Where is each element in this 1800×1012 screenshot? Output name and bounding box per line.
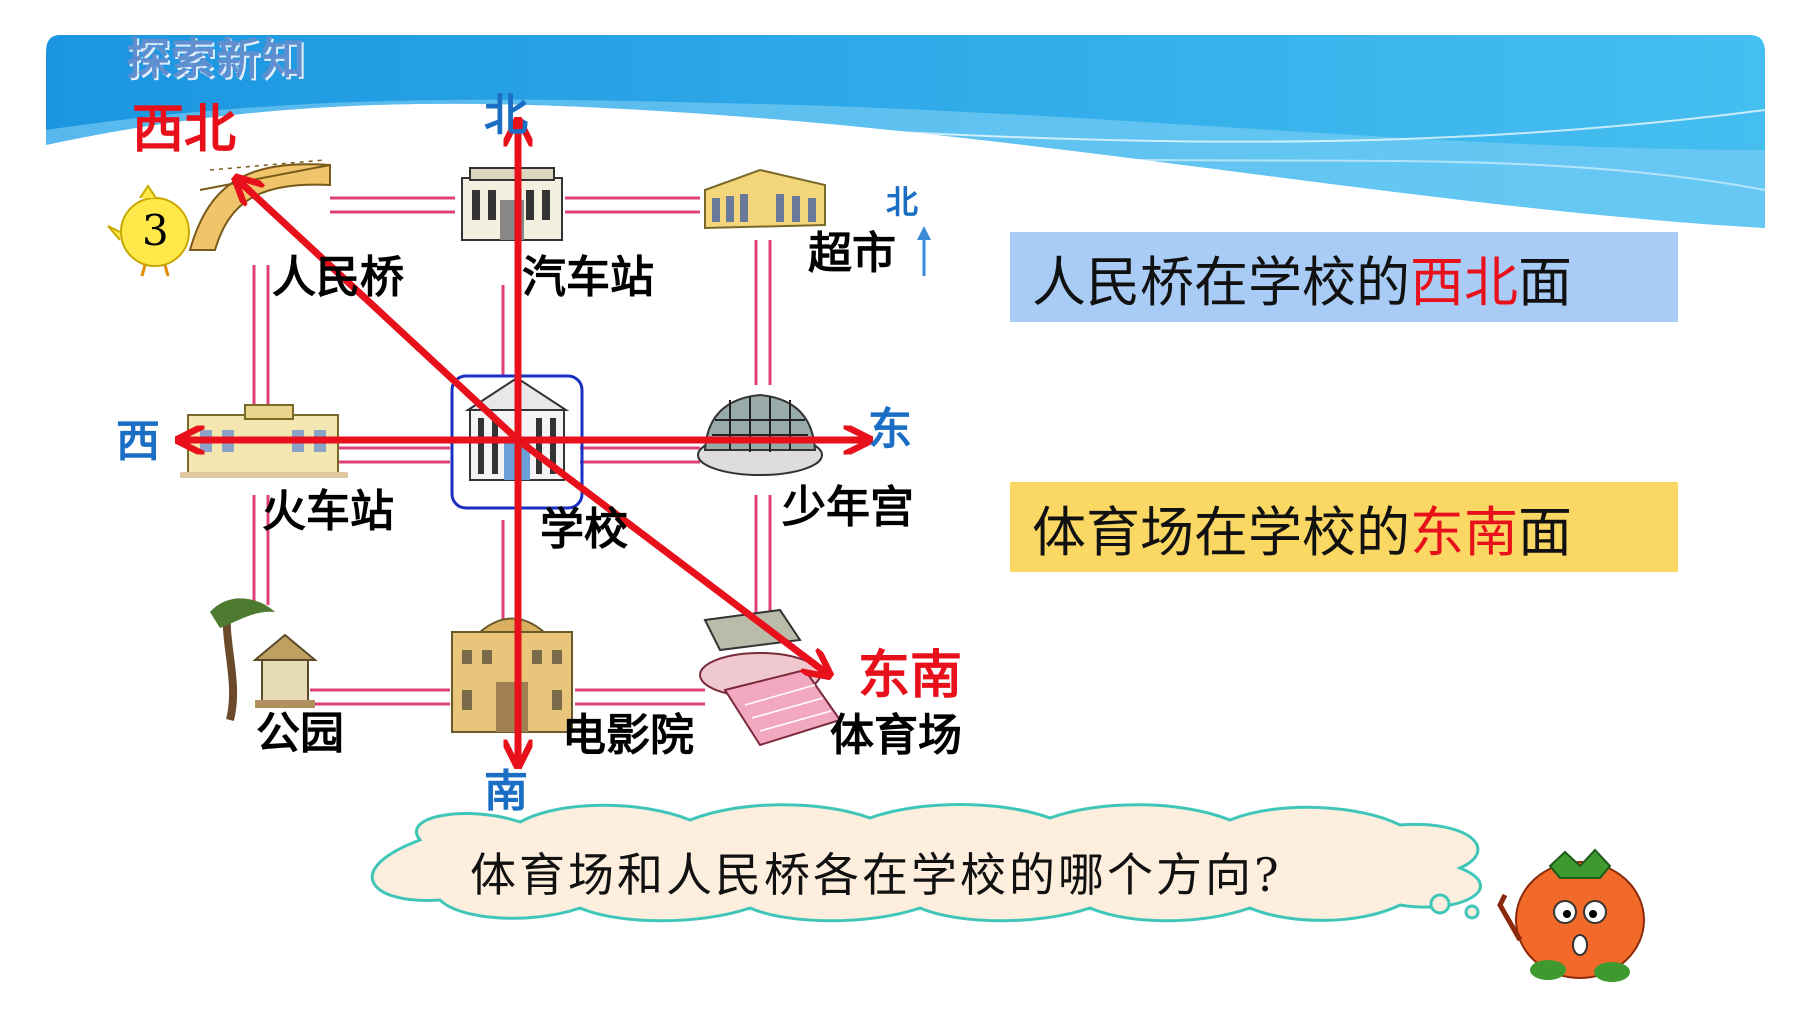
arrow-northwest [240,182,522,444]
statement-northwest-box: 人民桥在学校的西北面 [1010,232,1678,322]
section-title: 探索新知 [126,34,306,85]
header-wave [46,35,1766,228]
place-supermarket-label: 超市 [808,228,896,279]
direction-south-label: 南 [484,766,528,817]
thought-cloud [370,803,1482,923]
small-north-label: 北 [886,183,919,221]
place-stadium-label: 体育场 [830,710,962,761]
chick-badge-icon [107,184,190,277]
question-text: 体育场和人民桥各在学校的哪个方向? [470,848,1282,902]
park-icon [210,598,318,721]
statement-1-suffix: 面 [1518,250,1572,314]
train-station-icon [180,404,348,478]
place-school-label: 学校 [540,504,628,555]
small-north-arrow-icon [917,226,931,276]
place-train-station-label: 火车站 [262,486,394,537]
statement-southeast-box: 体育场在学校的东南面 [1010,482,1678,572]
place-youth-palace-label: 少年宫 [782,482,914,533]
statement-2-highlight: 东南 [1410,500,1518,564]
direction-north-label: 北 [484,90,528,141]
direction-arrows [184,126,864,760]
youth-palace-icon [697,393,823,476]
place-park-label: 公园 [256,708,344,759]
direction-west-label: 西 [116,416,160,467]
place-bus-station-label: 汽车站 [522,252,654,303]
statement-2-suffix: 面 [1518,500,1572,564]
place-cinema-label: 电影院 [562,710,694,761]
bus-station-icon [461,167,563,241]
statement-1-highlight: 西北 [1410,250,1518,314]
cinema-icon [451,617,573,733]
statement-2-prefix: 体育场在学校的 [1032,500,1410,564]
direction-southeast-label: 东南 [858,645,963,706]
statement-1-prefix: 人民桥在学校的 [1032,250,1410,314]
stadium-icon [699,608,842,747]
direction-northwest-label: 西北 [132,99,237,160]
arrow-southeast [514,436,825,672]
badge-number: 3 [142,206,169,255]
place-bridge-label: 人民桥 [272,252,404,303]
direction-east-label: 东 [868,404,912,455]
supermarket-icon [704,168,826,230]
tomato-mascot-icon [1497,848,1645,982]
road-network [252,196,772,706]
